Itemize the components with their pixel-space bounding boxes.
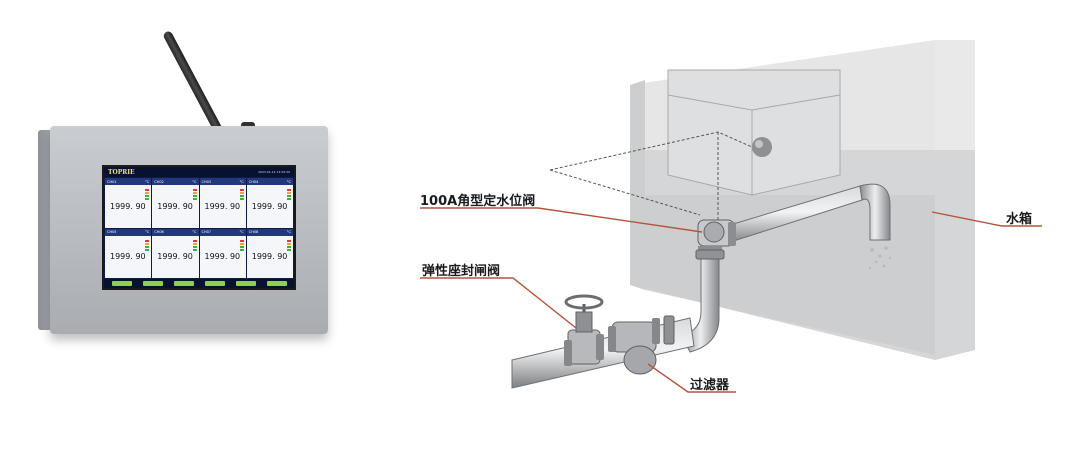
channel-cell: CH07 °C 1999. 90 [199,228,246,278]
channel-id: CH01 [107,179,117,184]
screen-softkey[interactable] [173,281,194,286]
alarm-indicator-icon [239,189,244,200]
channel-unit: °C [286,179,291,184]
alarm-indicator-icon [287,189,291,200]
label-gate-valve: 弹性座封闸阀 [422,264,501,279]
channel-grid: CH01 °C 1999. 90 CH02 °C 1999. 90 CH03 °C 1999. … [104,177,294,279]
screen-softkey[interactable] [235,281,256,286]
channel-unit: °C [286,230,291,234]
screen-brand: TOPRIE [108,168,135,176]
leader-angle-valve [420,207,703,233]
inlet-pipe-elbow [859,183,891,241]
float-chamber-back [667,69,841,196]
channel-value: 1999. 90 [204,252,241,262]
channel-value: 1999. 90 [204,201,241,211]
screen-timestamp: 2023-01-14 13:09:30 [258,170,290,174]
channel-unit: °C [192,179,197,184]
channel-cell: CH06 °C 1999. 90 [152,228,199,278]
gate-valve [564,294,604,366]
paperless-recorder-device: TOPRIE 2023-01-14 13:09:30 CH01 °C 1999. 9… [36,12,336,342]
screen-footer [104,279,294,288]
screen-softkey[interactable] [142,281,163,286]
y-filter [608,315,675,375]
channel-cell: CH02 °C 1999. 90 [152,178,199,228]
channel-unit: °C [239,179,244,184]
label-angle-valve: 100A角型定水位阀 [420,194,536,209]
alarm-indicator-icon [192,239,197,251]
tank-left-wall [630,80,645,290]
channel-cell: CH03 °C 1999. 90 [199,178,246,228]
channel-value: 1999. 90 [110,252,146,262]
channel-cell-header: CH02 °C [152,178,199,185]
channel-value: 1999. 90 [157,252,193,262]
float-ball-highlight [755,140,763,148]
channel-id: CH03 [201,179,212,184]
leader-lines [420,207,1042,393]
screen-softkey[interactable] [111,281,132,286]
channel-unit: °C [145,179,150,184]
channel-cell-header: CH08 °C [246,228,293,236]
leader-gate-valve [420,277,577,329]
channel-value: 1999. 90 [251,201,288,211]
channel-cell-header: CH07 °C [199,228,246,236]
channel-value: 1999. 90 [157,201,193,211]
channel-id: CH05 [107,230,117,234]
water-spray [868,246,892,270]
channel-unit: °C [239,230,244,234]
channel-id: CH06 [154,230,164,234]
channel-cell-header: CH06 °C [152,228,199,236]
channel-cell: CH05 °C 1999. 90 [105,228,152,278]
channel-unit: °C [192,230,197,234]
device-screen: TOPRIE 2023-01-14 13:09:30 CH01 °C 1999. 9… [102,165,296,290]
pilot-tube [549,131,753,220]
channel-unit: °C [145,230,150,234]
channel-id: CH07 [201,230,212,234]
riser-pipe [681,253,720,353]
gate-valve-handwheel-icon [564,294,604,310]
channel-id: CH02 [154,179,164,184]
float-chamber-edge-2 [751,94,841,111]
channel-cell: CH08 °C 1999. 90 [246,228,293,278]
label-filter: 过滤器 [690,378,730,393]
channel-cell-header: CH01 °C [105,178,152,185]
channel-id: CH08 [248,230,259,234]
leader-water-tank [931,211,1042,227]
alarm-indicator-icon [192,189,197,200]
float-ball [752,137,772,157]
leader-filter [647,363,736,393]
screen-softkey[interactable] [266,281,287,286]
alarm-indicator-icon [287,239,291,251]
screen-softkey[interactable] [204,281,225,286]
alarm-indicator-icon [145,239,150,251]
channel-value: 1999. 90 [110,201,146,211]
alarm-indicator-icon [239,239,244,251]
channel-id: CH04 [248,179,259,184]
channel-cell: CH04 °C 1999. 90 [246,178,293,228]
alarm-indicator-icon [145,189,150,200]
channel-cell-header: CH03 °C [199,178,246,185]
tank-structure [630,40,975,360]
riser-flange [695,249,725,260]
channel-cell-header: CH04 °C [246,178,293,185]
channel-cell: CH01 °C 1999. 90 [105,178,152,228]
label-water-tank: 水箱 [1006,212,1033,227]
channel-value: 1999. 90 [251,252,288,262]
channel-cell-header: CH05 °C [105,228,152,236]
screen-header: TOPRIE 2023-01-14 13:09:30 [104,167,294,177]
